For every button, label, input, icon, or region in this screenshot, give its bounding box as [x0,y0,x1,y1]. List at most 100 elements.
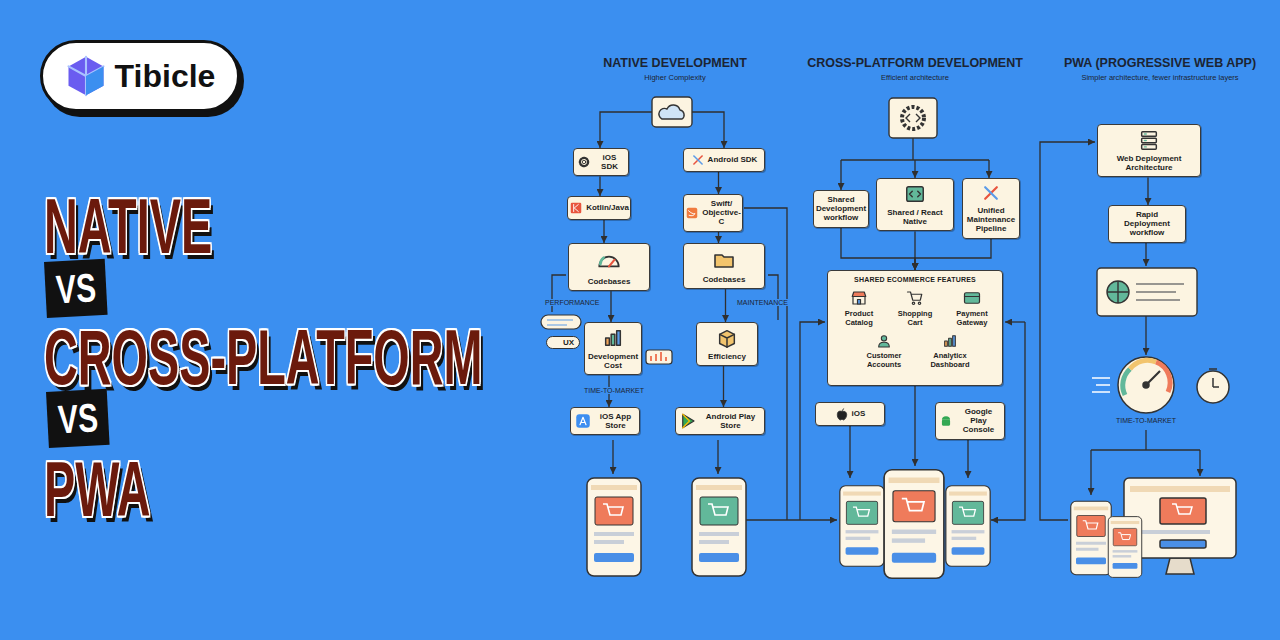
column-subheading: Higher Complexity [644,73,705,82]
phone-mockup [840,486,884,567]
node-icon [853,297,865,305]
node-icon [963,289,981,307]
title-word: NATIVE [44,187,212,265]
process-box: Swift/ Objective-C [683,194,743,232]
connector-line [840,160,841,190]
node-icon [716,327,738,349]
process-box: Rapid Deployment workflow [1108,205,1186,243]
feature-item: Customer Accounts [856,333,912,369]
speed-gauge [1092,378,1110,392]
node-icon [942,333,958,349]
process-box: iOS SDK [573,148,629,176]
node-icon [850,289,868,307]
vs-tag: VS [46,389,110,448]
node-icon [904,183,926,205]
node-text: iOS App Store [595,412,636,430]
column-heading: NATIVE DEVELOPMENT [603,56,747,70]
node-icon [910,191,921,197]
node-text: Web Deployment Architecture [1101,154,1197,172]
node-icon [858,300,861,305]
desktop-monitor [1160,540,1206,548]
logo-badge: Tibicle [40,40,240,112]
node-icon [685,206,699,220]
process-box: Google Play Console [935,402,1005,440]
node-icon [985,187,997,199]
speed-gauge [1118,357,1174,413]
icon-box [659,105,684,119]
node-icon [879,342,890,347]
node-icon [611,334,615,345]
node-icon [689,210,695,215]
process-box: Kotlin/Java [567,196,631,220]
side-chip [646,350,672,364]
process-box: Efficiency [696,322,758,366]
node-icon [965,296,980,297]
column-heading: PWA (PROGRESSIVE WEB APP) [1064,56,1256,70]
node-icon [835,407,849,421]
node-text: Unified Maintenance Pipeline [966,206,1016,234]
flow-arrow [841,228,915,270]
node-icon [580,417,586,425]
desktop-monitor [1140,530,1210,534]
flow-arrow [603,220,604,243]
metric-label: PERFORMANCE [543,299,601,306]
node-text: Rapid Deployment workflow [1112,210,1182,238]
connector-line [717,440,718,474]
node-text: Payment Gateway [946,310,998,327]
speed-gauge [1123,369,1130,395]
node-icon [86,66,104,95]
connector-line [800,519,837,520]
flow-arrow [718,232,719,243]
node-icon [712,248,736,272]
speed-gauge [1156,362,1170,392]
desktop-monitor [1160,498,1206,524]
desktop-monitor [1166,558,1194,574]
process-box: Android SDK [683,148,765,172]
node-icon [918,302,920,304]
node-icon [691,153,705,167]
node-icon [65,55,107,97]
vs-tag: VS [44,259,108,318]
node-icon [574,412,592,430]
node-icon [679,412,697,430]
node-icon [715,255,733,267]
connector-line [768,275,778,320]
connector-line [988,160,989,178]
feature-item: Payment Gateway [946,289,998,327]
metric-label: MAINTENANCE [735,299,790,306]
node-icon [852,292,866,297]
node-icon [582,160,586,164]
node-icon [694,156,702,164]
node-icon [602,327,624,349]
process-box: Codebases [568,243,650,291]
connector-line [552,112,1200,520]
connector-line [692,112,724,148]
node-text: Swift/ Objective-C [702,199,741,227]
side-chip [547,320,573,325]
node-icon [907,187,924,202]
flow-arrow [723,366,724,407]
phone-mockup [587,470,1111,579]
node-icon [949,338,952,346]
node-text: Codebases [703,275,746,284]
node-icon [1138,129,1160,151]
metric-label: TIME-TO-MARKET [582,387,646,394]
desktop-monitor [1130,486,1230,492]
phone-mockup [884,470,944,579]
title-word: CROSS-PLATFORM [44,318,483,396]
flow-arrow [718,172,719,194]
feature-panel: SHARED ECOMMERCE FEATURESProduct Catalog… [827,270,1003,386]
node-icon [912,302,914,304]
node-icon [842,409,844,412]
icon-box [906,114,920,122]
node-icon [580,158,588,166]
speed-gauge [1130,360,1156,369]
phone-mockup [692,478,746,576]
speed-gauge [1092,357,1229,413]
node-icon [720,334,735,347]
desktop-monitor [1172,504,1192,514]
flow-arrow [915,239,991,270]
flow-arrow [610,291,611,322]
metric-label: TIME-TO-MARKET [1114,417,1178,424]
node-icon [606,338,610,345]
